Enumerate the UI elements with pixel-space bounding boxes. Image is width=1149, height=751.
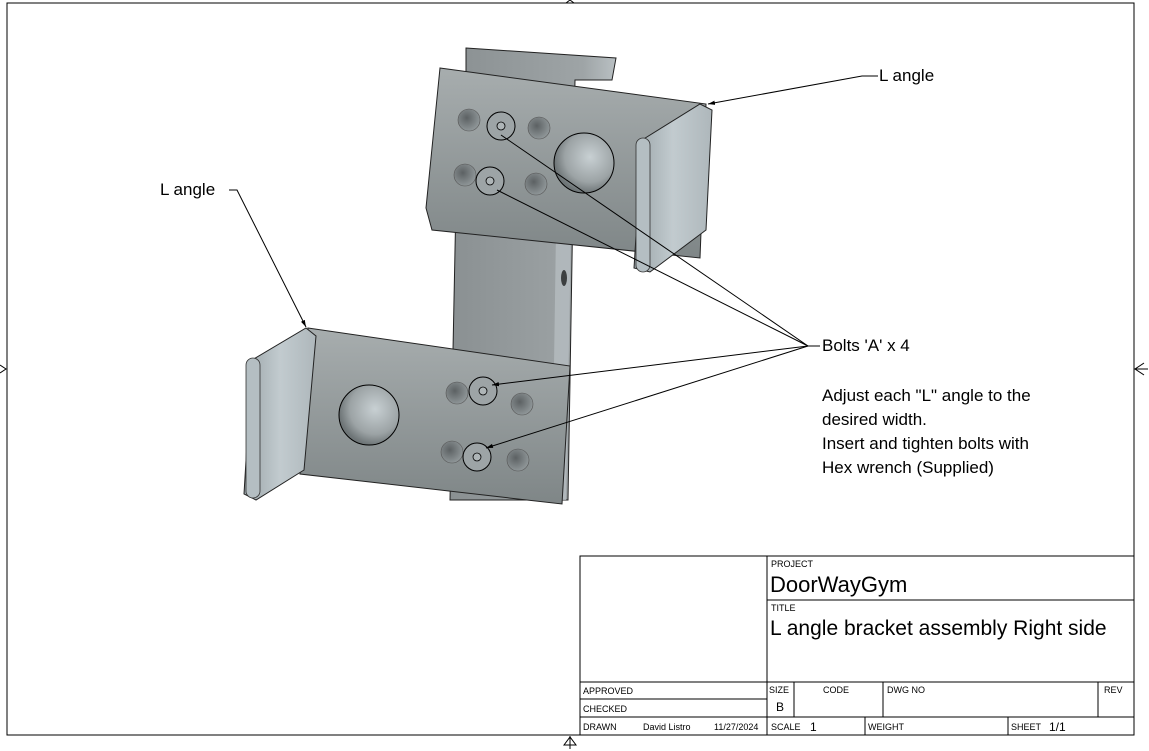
checked-label: CHECKED xyxy=(583,704,628,714)
center-mark-right xyxy=(1134,362,1148,376)
leader-bolt-4 xyxy=(485,345,809,449)
note-line: Insert and tighten bolts with xyxy=(822,434,1029,453)
drawing-title: L angle bracket assembly Right side xyxy=(770,617,1107,640)
note-line: desired width. xyxy=(822,410,927,429)
center-mark-left xyxy=(0,364,7,374)
bottom-knob xyxy=(338,384,400,446)
assembly-note: Adjust each "L" angle to the desired wid… xyxy=(822,384,1031,480)
sheet-label: SHEET xyxy=(1011,722,1042,732)
drawn-label: DRAWN xyxy=(583,722,617,732)
weight-label: WEIGHT xyxy=(868,722,904,732)
center-mark-bottom xyxy=(563,736,577,749)
sheet-value: 1/1 xyxy=(1049,720,1066,734)
note-line: Hex wrench (Supplied) xyxy=(822,458,994,477)
center-mark-top xyxy=(565,0,575,4)
size-value: B xyxy=(776,700,785,714)
drawn-by: David Listro xyxy=(643,722,691,732)
drawn-date: 11/27/2024 xyxy=(714,722,759,732)
approved-label: APPROVED xyxy=(583,686,634,696)
size-label: SIZE xyxy=(769,685,790,695)
leader-bolt-2 xyxy=(496,189,809,347)
rev-label: REV xyxy=(1104,685,1123,695)
top-knob xyxy=(553,132,615,194)
callout-l-angle-top: L angle xyxy=(879,66,935,85)
scale-label: SCALE xyxy=(771,722,801,732)
leader-bolt-3 xyxy=(491,345,809,387)
callout-l-angle-left: L angle xyxy=(160,180,216,199)
leader-l-angle-top xyxy=(707,75,878,105)
project-label: PROJECT xyxy=(771,559,814,569)
code-label: CODE xyxy=(823,685,850,695)
top-l-angle-flange xyxy=(633,103,713,273)
callout-bolts: Bolts 'A' x 4 xyxy=(822,336,910,355)
project-name: DoorWayGym xyxy=(770,572,908,597)
bottom-l-angle-flange xyxy=(243,327,317,501)
leader-lines xyxy=(229,75,878,449)
title-block-frame xyxy=(579,555,1135,736)
scale-value: 1 xyxy=(810,720,817,734)
note-line: Adjust each "L" angle to the xyxy=(822,386,1031,405)
title-label: TITLE xyxy=(771,603,796,613)
dwg-no-label: DWG NO xyxy=(887,685,925,695)
leader-l-angle-left xyxy=(229,189,307,328)
bracket-assembly-render xyxy=(243,47,713,505)
